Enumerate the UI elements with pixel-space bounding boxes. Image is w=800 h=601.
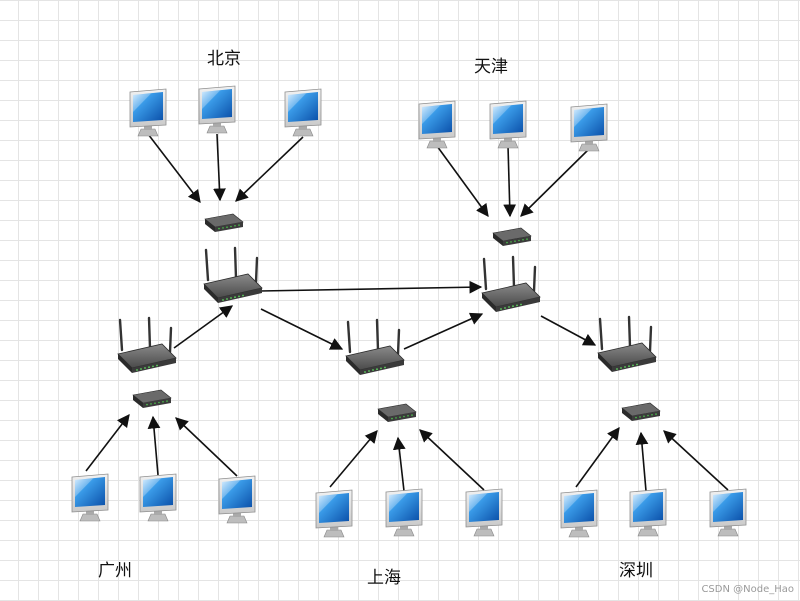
switch-icon <box>621 402 661 422</box>
computer-icon <box>385 488 423 537</box>
computer-icon <box>489 100 527 149</box>
arrow-sz-pc3-switch <box>663 430 729 491</box>
computer-icon <box>284 88 322 137</box>
computer-icon <box>218 475 256 524</box>
arrow-gz-pc1-switch <box>85 413 130 472</box>
arrow-bj-router-sh-router <box>260 308 344 350</box>
arrow-tj-pc3-switch <box>520 148 590 217</box>
arrow-tj-router-sz-router <box>540 315 597 346</box>
computer-icon <box>570 103 608 152</box>
arrow-bj-pc1-switch <box>147 133 201 204</box>
computer-icon <box>139 473 177 522</box>
router-icon <box>344 318 406 377</box>
router-icon <box>596 315 658 374</box>
router-icon <box>116 316 178 375</box>
computer-icon <box>629 488 667 537</box>
city-label-shenzhen: 深圳 <box>619 561 653 581</box>
computer-icon <box>198 85 236 134</box>
city-label-guangzhou: 广州 <box>98 561 132 581</box>
arrow-sz-pc1-switch <box>575 426 620 488</box>
arrow-bj-router-tj-router <box>259 280 483 294</box>
switch-icon <box>132 389 172 409</box>
computer-icon <box>418 100 456 149</box>
arrow-gz-pc2-switch <box>147 415 161 476</box>
arrow-sh-pc1-switch <box>329 430 378 488</box>
switch-icon <box>492 227 532 247</box>
arrow-sh-pc2-switch <box>392 436 406 492</box>
city-label-tianjin: 天津 <box>474 57 508 77</box>
computer-icon <box>465 488 503 537</box>
arrow-tj-pc1-switch <box>436 145 489 218</box>
computer-icon <box>560 489 598 538</box>
computer-icon <box>315 489 353 538</box>
arrow-gz-pc3-switch <box>175 417 238 477</box>
arrow-gz-router-bj-router <box>173 305 234 349</box>
arrow-sh-pc3-switch <box>419 429 485 491</box>
arrow-bj-pc2-switch <box>213 133 226 202</box>
switch-icon <box>204 213 244 233</box>
city-label-shanghai: 上海 <box>367 568 401 588</box>
arrow-sh-router-tj-router <box>403 312 484 350</box>
switch-icon <box>377 403 417 423</box>
arrow-sz-pc2-switch <box>635 431 649 492</box>
city-label-beijing: 北京 <box>207 49 241 69</box>
computer-icon <box>129 88 167 137</box>
arrow-tj-pc2-switch <box>503 145 517 218</box>
watermark: CSDN @Node_Hao <box>701 584 794 595</box>
computer-icon <box>71 473 109 522</box>
router-icon <box>202 246 264 305</box>
connection-arrows <box>85 133 729 492</box>
arrow-bj-pc3-switch <box>235 136 304 202</box>
computer-icon <box>709 488 747 537</box>
router-icon <box>480 255 542 314</box>
